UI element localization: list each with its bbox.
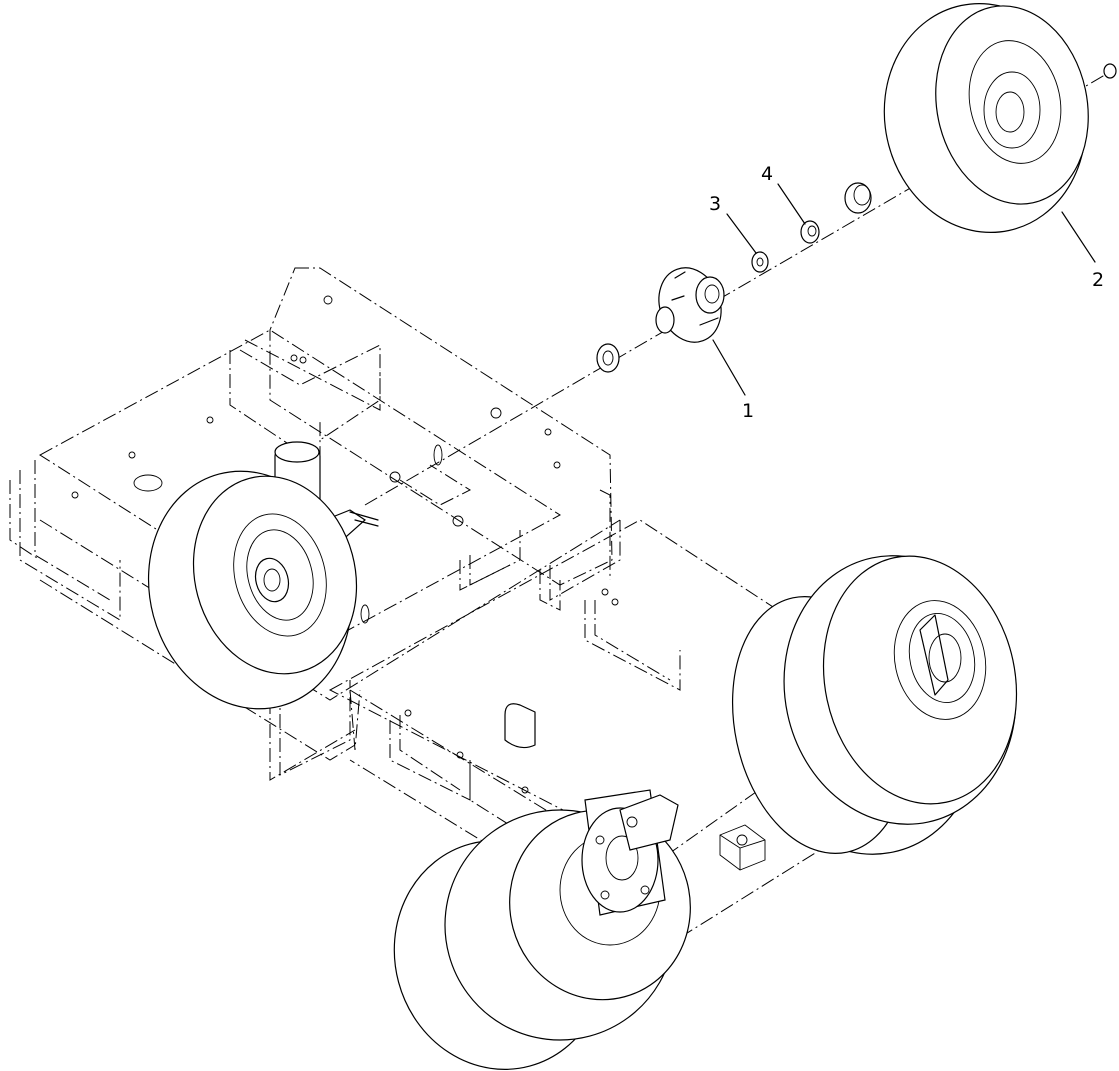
castle-nut <box>800 220 820 244</box>
rear-right-wheel <box>731 555 1018 855</box>
mower-frame <box>9 267 901 951</box>
callout-3: 3 <box>709 193 721 215</box>
exploded-wheel <box>883 3 1117 233</box>
wheel-hub <box>596 267 725 373</box>
callout-4: 4 <box>761 163 773 185</box>
dust-cap <box>844 182 872 214</box>
front-caster-wheel <box>147 470 358 710</box>
rear-left-wheel <box>393 789 691 1070</box>
leader-lines <box>712 183 1096 396</box>
callout-2: 2 <box>1092 269 1104 291</box>
callout-1: 1 <box>742 400 754 422</box>
washer <box>751 251 769 273</box>
